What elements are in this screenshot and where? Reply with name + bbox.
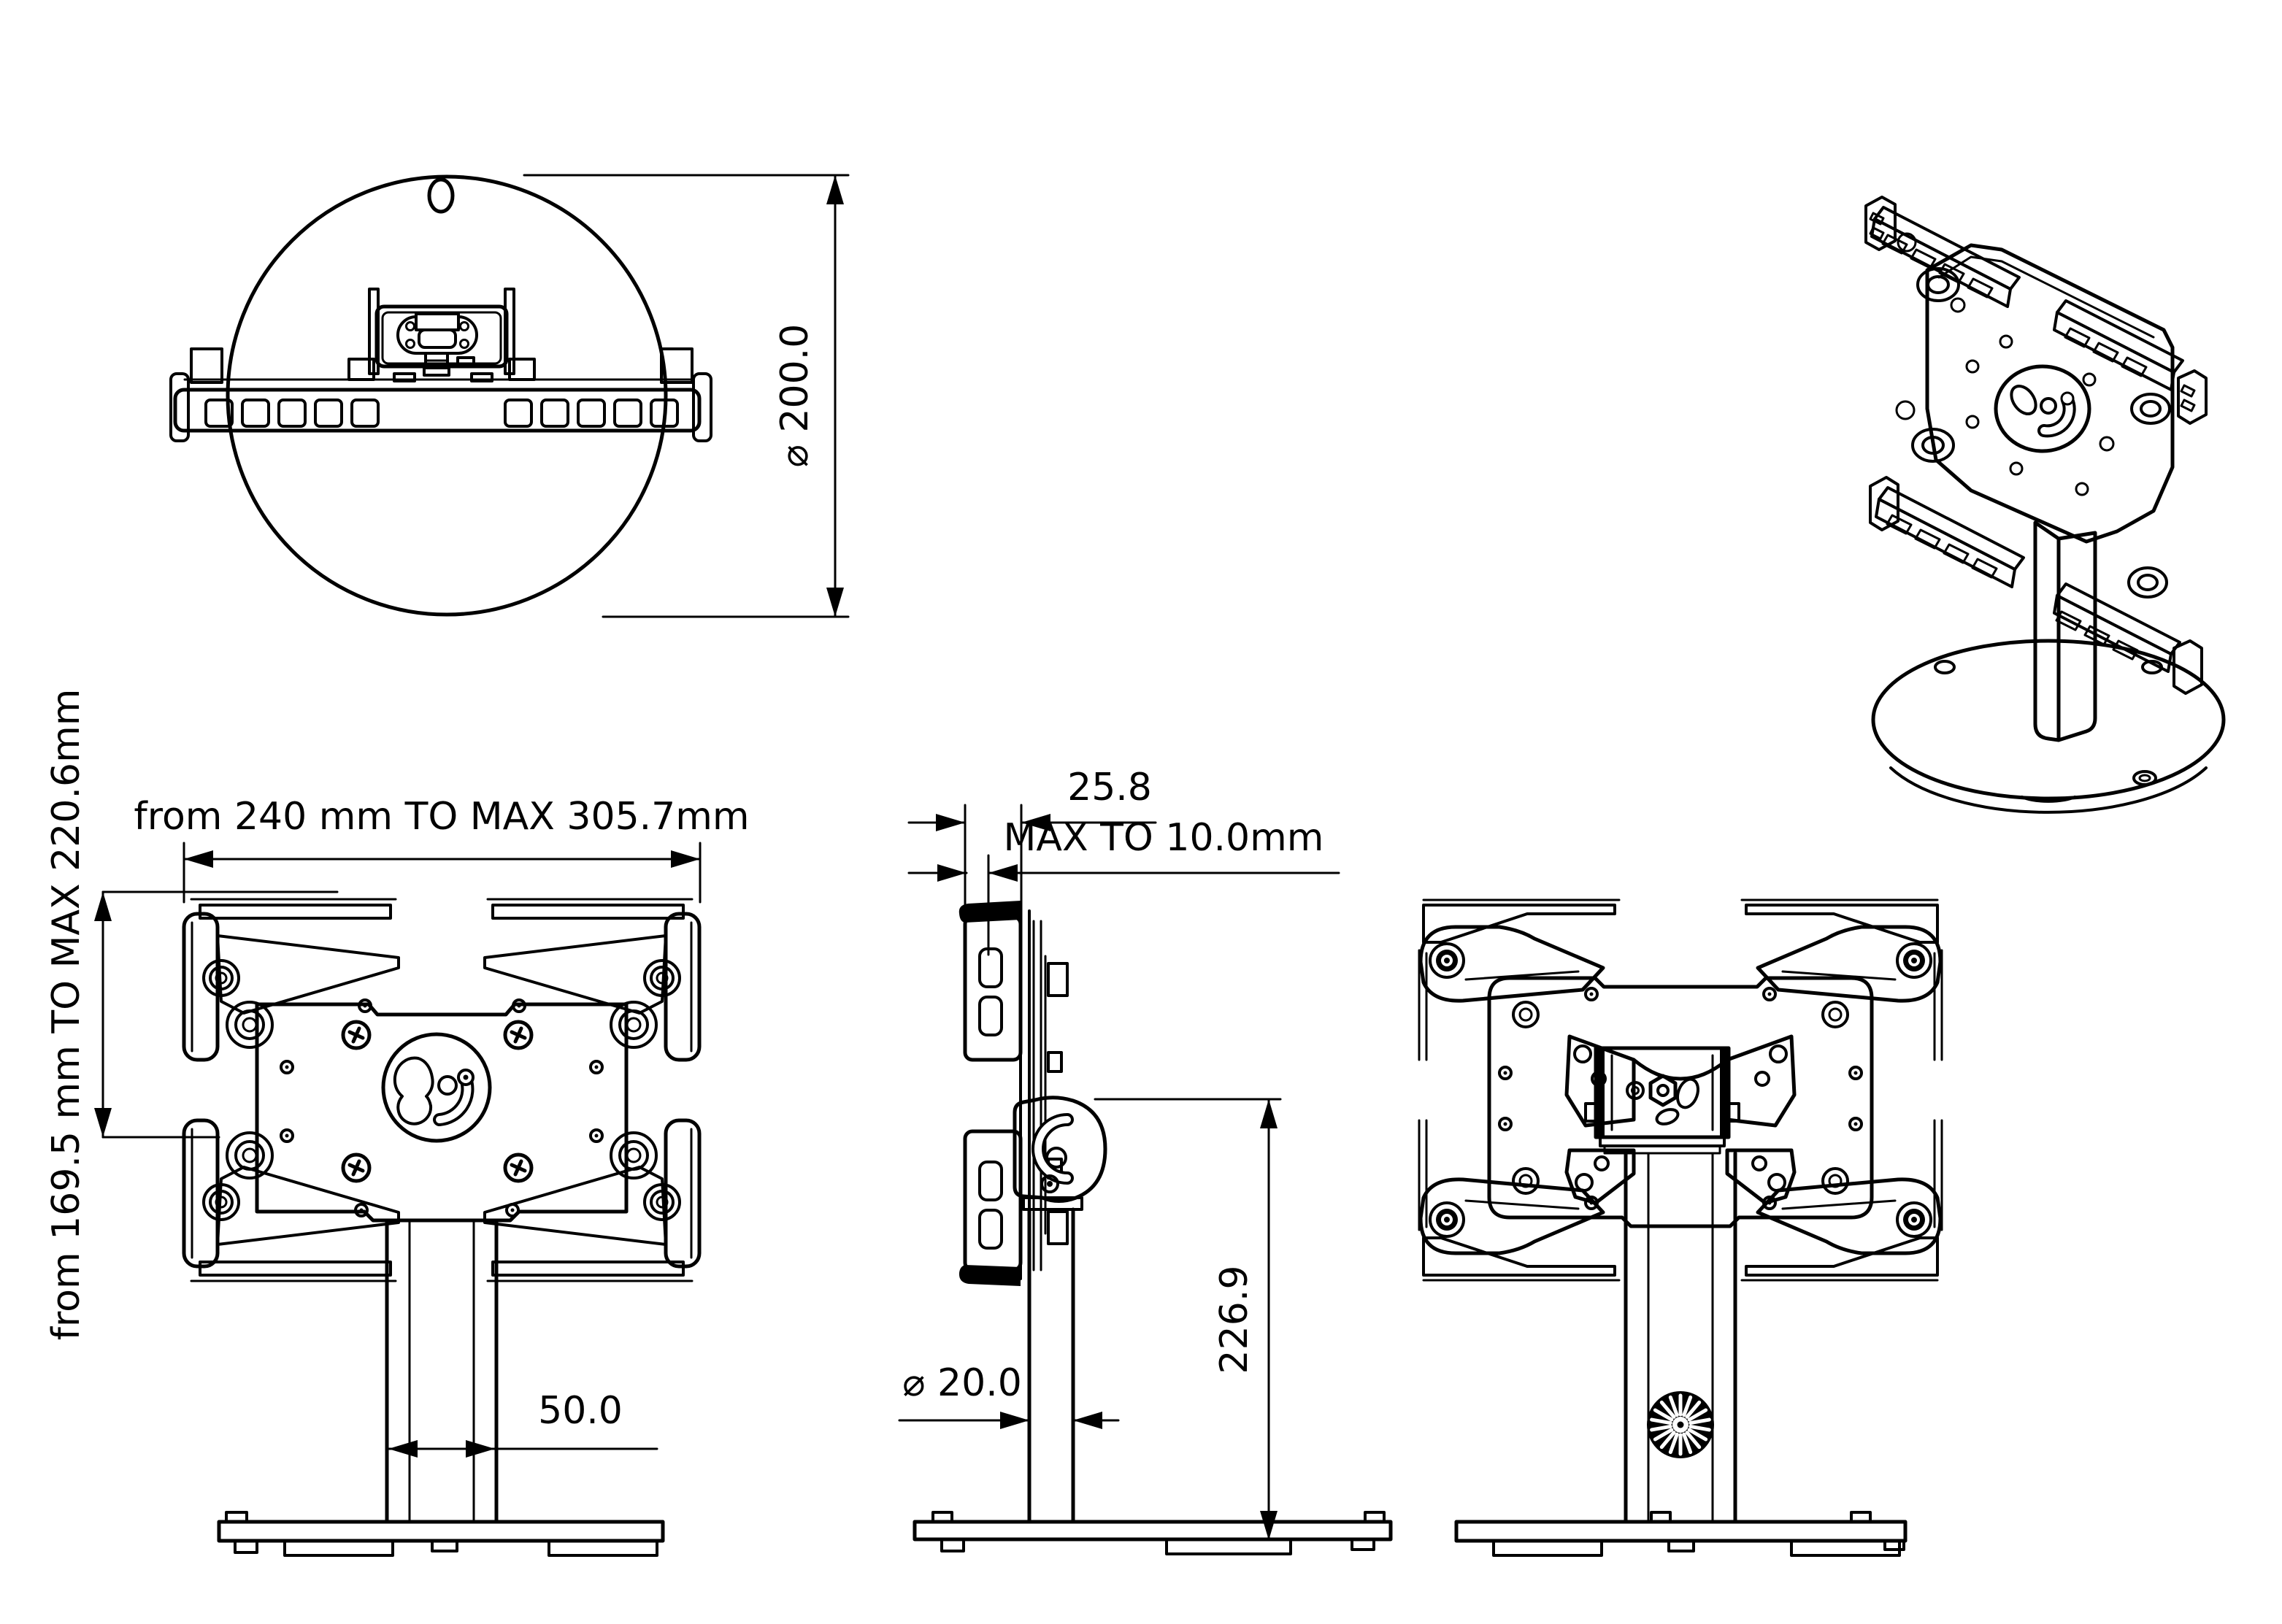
iso-plate xyxy=(1925,243,2175,544)
side-upper-clamp xyxy=(958,901,1023,1062)
dim-stand-height: 226.9 xyxy=(1094,1098,1282,1542)
side-lower-clamp xyxy=(958,1129,1023,1286)
dim-label-pole-diameter: ⌀ 20.0 xyxy=(902,1361,1022,1405)
dim-label-column-width: 50.0 xyxy=(538,1389,623,1433)
front-keyhole-plate xyxy=(381,1032,492,1143)
isometric-view xyxy=(1864,196,2226,814)
iso-rail-top-right xyxy=(2053,299,2208,425)
dim-holder-width: from 240 mm TO MAX 305.7mm xyxy=(134,795,750,904)
rear-mounting-plate xyxy=(1487,976,1874,1228)
front-view: from 240 mm TO MAX 305.7mm from 169.5 mm… xyxy=(45,689,750,1557)
iso-rail-bottom-right xyxy=(2053,582,2203,695)
rear-column xyxy=(1624,1151,1737,1524)
side-base xyxy=(913,1511,1393,1555)
iso-column xyxy=(2033,520,2061,742)
front-mounting-plate xyxy=(255,1002,629,1223)
rear-base xyxy=(1454,1511,1908,1557)
iso-keyhole-plate xyxy=(1994,364,2091,453)
dim-label-holder-width: from 240 mm TO MAX 305.7mm xyxy=(134,795,749,839)
dim-label-device-thickness: MAX TO 10.0mm xyxy=(1004,816,1324,860)
side-column xyxy=(1027,1207,1075,1524)
round-base-outline xyxy=(226,174,668,617)
tilt-bracket-top xyxy=(368,288,515,382)
dim-clamp-depth: 25.8 xyxy=(907,766,1157,946)
side-view: 25.8 MAX TO 10.0mm ⌀ 20.0 226.9 xyxy=(898,766,1393,1555)
front-column xyxy=(385,1218,499,1524)
dim-holder-height: from 169.5 mm TO MAX 220.6mm xyxy=(45,689,339,1341)
dim-label-base-diameter: ⌀ 200.0 xyxy=(773,324,817,468)
iso-rail-bottom-left xyxy=(1869,476,2025,588)
tilt-bracket-rear xyxy=(1584,1046,1740,1155)
dim-label-holder-height: from 169.5 mm TO MAX 220.6mm xyxy=(45,689,88,1341)
dim-label-stand-height: 226.9 xyxy=(1213,1266,1256,1374)
dim-column-width: 50.0 xyxy=(387,1389,658,1458)
base-screw-hole xyxy=(427,177,455,214)
clamp-bar-top xyxy=(169,347,712,442)
cable-grommet xyxy=(1647,1391,1714,1458)
iso-rail-top-left xyxy=(1864,196,2021,308)
dim-base-diameter: ⌀ 200.0 xyxy=(523,174,850,618)
dim-device-thickness: MAX TO 10.0mm xyxy=(907,816,1340,956)
side-tilt-head xyxy=(1013,1096,1107,1211)
iso-base xyxy=(1871,639,2226,814)
dim-pole-diameter: ⌀ 20.0 xyxy=(898,1361,1120,1429)
front-base xyxy=(217,1511,665,1557)
rear-view xyxy=(1419,900,1942,1557)
dim-label-clamp-depth: 25.8 xyxy=(1067,766,1152,809)
top-view: ⌀ 200.0 xyxy=(169,174,850,618)
